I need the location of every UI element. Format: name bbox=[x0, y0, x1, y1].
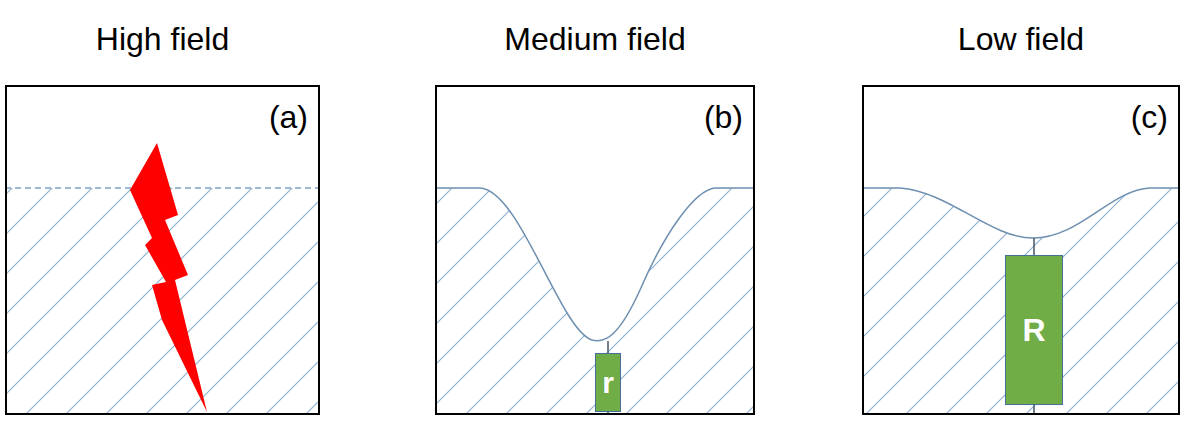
panel-frame: Low field(c)R bbox=[862, 85, 1180, 415]
panel-title: Low field bbox=[958, 21, 1084, 58]
lightning-bolt bbox=[130, 143, 207, 412]
wire bbox=[1033, 238, 1035, 255]
surface-curve bbox=[435, 188, 755, 341]
resistor-label: r bbox=[602, 368, 614, 398]
panel-frame: Medium field(b)r bbox=[435, 85, 755, 415]
resistor-label: R bbox=[1022, 314, 1045, 346]
hatched-material bbox=[435, 188, 755, 415]
panel-letter: (b) bbox=[704, 99, 743, 136]
hatched-material bbox=[862, 188, 1180, 415]
surface-curve bbox=[862, 188, 1180, 238]
low-field-scene bbox=[862, 188, 1180, 415]
wire bbox=[607, 341, 609, 353]
resistor-symbol: r bbox=[595, 353, 621, 412]
panel-title: High field bbox=[96, 21, 229, 58]
high-field-scene bbox=[5, 143, 320, 415]
panel-letter: (a) bbox=[269, 99, 308, 136]
medium-field-scene bbox=[435, 188, 755, 415]
resistor-symbol: R bbox=[1005, 255, 1063, 405]
panel-frame: High field(a) bbox=[5, 85, 320, 415]
panel-title: Medium field bbox=[504, 21, 685, 58]
panel-letter: (c) bbox=[1131, 99, 1168, 136]
